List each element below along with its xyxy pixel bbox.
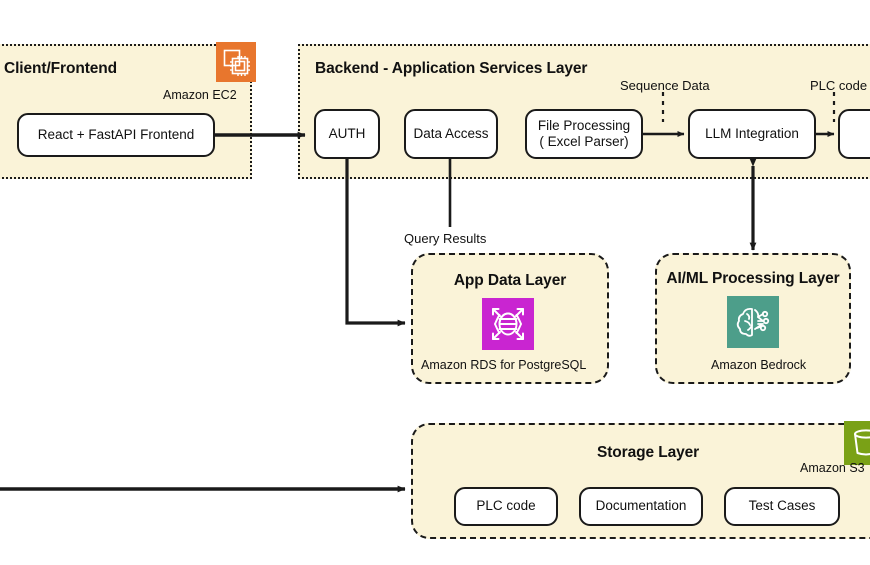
storage-service-label: Amazon S3 [800,461,865,475]
app-data-service-label: Amazon RDS for PostgreSQL [421,358,587,372]
node-plc-code[interactable]: PLC code [454,487,558,526]
ai-ml-service-label: Amazon Bedrock [711,358,807,372]
amazon-s3-icon [844,421,870,465]
edge-label-sequence-data: Sequence Data [620,78,710,93]
ai-ml-layer-title: AI/ML Processing Layer [666,270,840,287]
amazon-ec2-icon [216,42,256,82]
node-auth[interactable]: AUTH [314,109,380,159]
node-llm-integration[interactable]: LLM Integration [688,109,816,159]
client-frontend-title: Client/Frontend [4,60,118,77]
edge-label-plc-code: PLC code [810,78,868,93]
client-service-label: Amazon EC2 [163,88,237,102]
edge-llm-to-next [816,92,836,137]
storage-layer-title: Storage Layer [597,444,700,461]
node-file-processing[interactable]: File Processing ( Excel Parser) [525,109,643,159]
edge-auth-to-app-data-layer [345,159,406,327]
amazon-rds-icon [482,298,534,350]
backend-title: Backend - Application Services Layer [315,60,588,77]
node-test-cases[interactable]: Test Cases [724,487,840,526]
edge-file-processing-to-llm [643,92,685,137]
edge-label-query-results: Query Results [404,231,487,246]
app-data-layer-title: App Data Layer [453,272,567,289]
node-backend-clipped[interactable] [838,109,870,159]
node-react-fastapi-frontend[interactable]: React + FastAPI Frontend [17,113,215,157]
amazon-bedrock-icon [727,296,779,348]
node-data-access[interactable]: Data Access [404,109,498,159]
node-documentation[interactable]: Documentation [579,487,703,526]
